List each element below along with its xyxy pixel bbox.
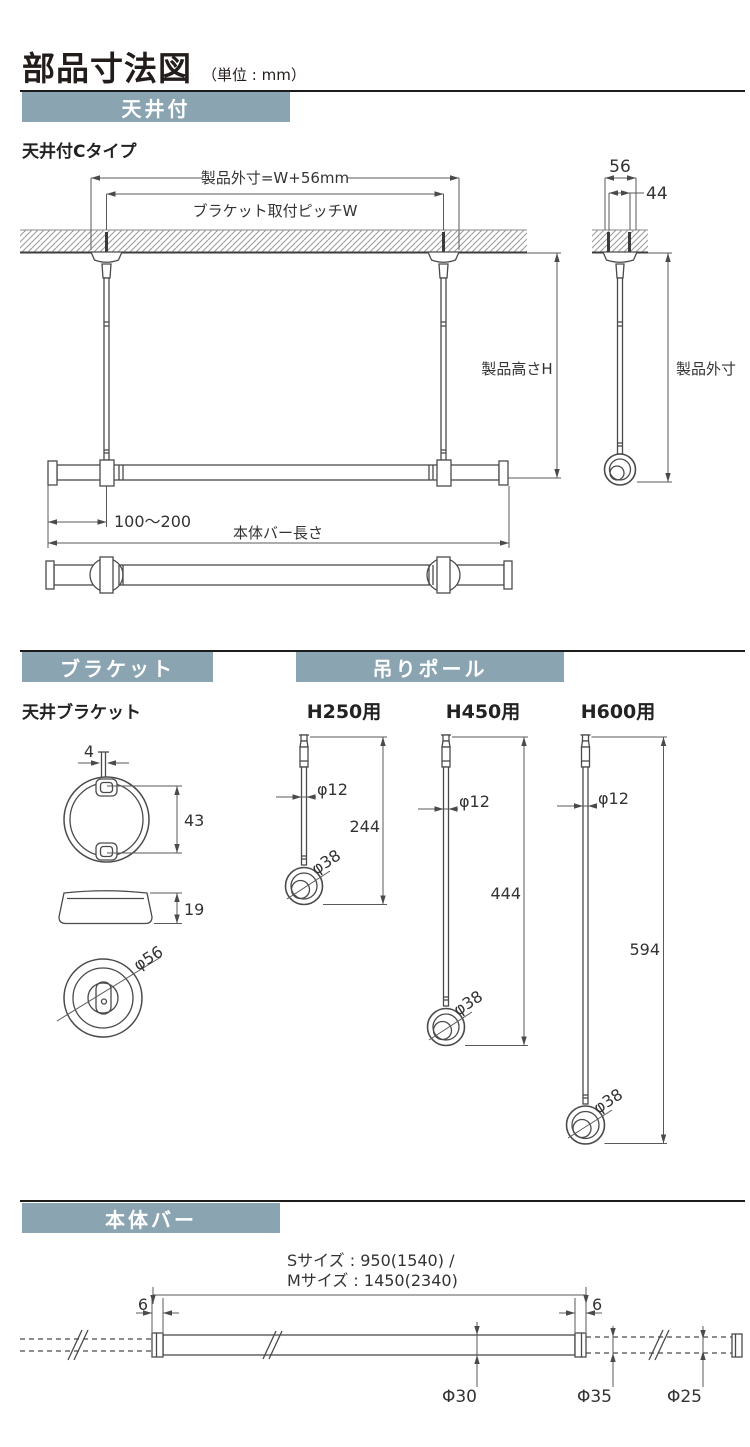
subtitle-ceiling-type: 天井付Cタイプ <box>22 142 137 162</box>
dim-bar-length-label: 本体バー長さ <box>233 524 323 542</box>
pole-h250-drawing: φ12 244 φ38 <box>276 734 387 906</box>
unit-label: （単位 : mm） <box>202 66 306 84</box>
bracket-side-view <box>58 890 153 925</box>
pole-h600-shaft-dia-label: φ12 <box>598 789 629 808</box>
front-bracket-right <box>427 251 460 263</box>
section-band-bracket: ブラケット <box>22 652 213 682</box>
bracket-top-view <box>63 776 150 863</box>
main-bar-diagram: 6 6 Φ30 Φ35 Φ25 <box>20 1287 743 1407</box>
dim-bracket-height-label: 43 <box>184 811 204 830</box>
dim-end-offset-label: 100〜200 <box>114 512 191 531</box>
section-rule-bar <box>20 1200 745 1202</box>
bracket-bottom-view <box>63 958 143 1038</box>
dim-side-outer-label: 製品外寸 <box>676 360 736 378</box>
dim-cap-right-label: 6 <box>592 1295 602 1314</box>
dim-cap-left-label: 6 <box>138 1295 148 1314</box>
side-bracket <box>602 251 638 263</box>
dim-sleeve-diameter-label: Φ35 <box>577 1387 612 1407</box>
pole-h600-length-label: 594 <box>629 940 660 959</box>
section-rule-ceiling <box>20 90 745 92</box>
pole-h250-length-label: 244 <box>349 817 380 836</box>
bracket-and-pole-diagram: 4 43 19 φ56 φ12 244 φ38 <box>56 734 667 1145</box>
pole-h250-shaft-dia-label: φ12 <box>317 780 348 799</box>
pole-column-h250: H250用 <box>306 701 382 723</box>
subtitle-ceiling-bracket: 天井ブラケット <box>22 703 141 723</box>
front-bracket-left <box>90 251 123 263</box>
section-band-bar: 本体バー <box>22 1203 280 1233</box>
dim-screw-width-label: 4 <box>84 742 94 761</box>
ceiling-mount-diagram: 製品外寸=W+56mm ブラケット取付ピッチW 製品高さH 100〜200 本体… <box>0 157 736 594</box>
dim-bracket-thickness-label: 19 <box>184 900 204 919</box>
dim-bracket-pitch-label: ブラケット取付ピッチW <box>193 202 358 220</box>
section-band-ceiling: 天井付 <box>22 92 290 122</box>
bar-size-note: Sサイズ : 950(1540) / Mサイズ : 1450(2340) <box>287 1251 458 1291</box>
pole-h450-drawing: φ12 444 φ38 <box>418 734 528 1047</box>
dim-bracket-diameter-label: φ56 <box>130 942 166 974</box>
dim-side-width-label: 56 <box>609 157 631 177</box>
section-band-pole: 吊りポール <box>296 652 564 682</box>
dim-outer-width-label: 製品外寸=W+56mm <box>201 169 349 187</box>
pole-h450-length-label: 444 <box>490 884 521 903</box>
bar-size-m: Mサイズ : 1450(2340) <box>287 1271 458 1290</box>
bar-size-s: Sサイズ : 950(1540) / <box>287 1251 455 1270</box>
dim-pipe-diameter-label: Φ25 <box>667 1387 702 1407</box>
dim-main-diameter-label: Φ30 <box>442 1387 477 1407</box>
pole-h600-drawing: φ12 594 φ38 <box>557 734 667 1145</box>
pole-column-h450: H450用 <box>445 701 521 723</box>
section-rule-parts <box>20 650 745 652</box>
pole-h450-shaft-dia-label: φ12 <box>459 792 490 811</box>
page-title: 部品寸法図 <box>22 49 192 88</box>
page-header: 部品寸法図 （単位 : mm） <box>22 42 306 90</box>
dim-product-height-label: 製品高さH <box>481 360 552 378</box>
pole-column-h600: H600用 <box>580 701 656 723</box>
dim-side-pitch-label: 44 <box>646 184 668 204</box>
bar-body <box>162 1334 576 1356</box>
